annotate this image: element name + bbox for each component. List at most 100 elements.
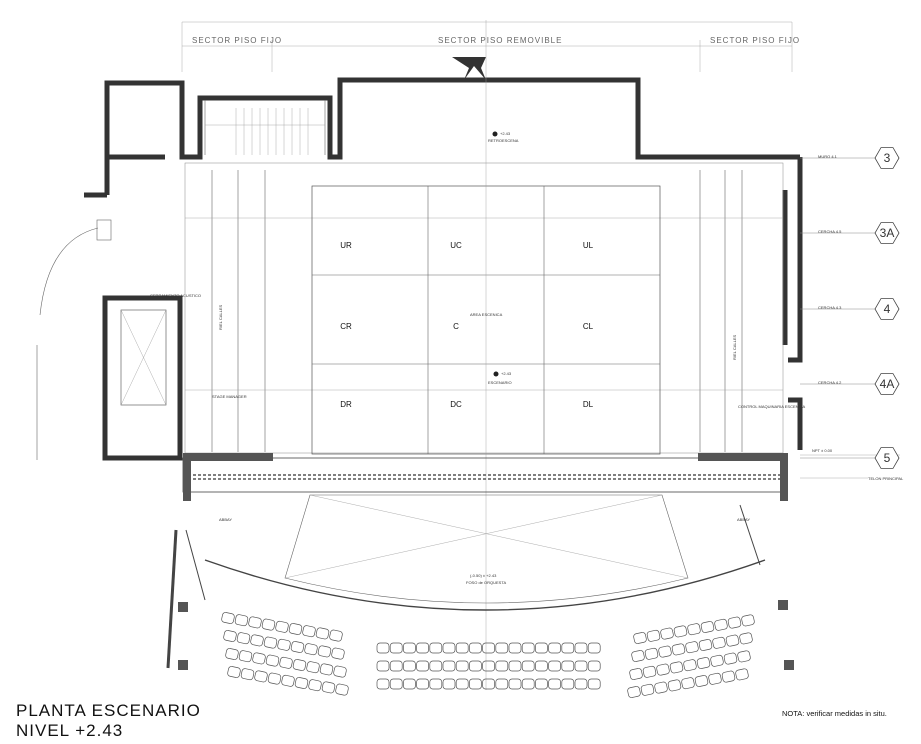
seat-icon bbox=[469, 642, 482, 654]
level-markers: +2.43 RETROESCENA AREA ESCENICA +2.43 ES… bbox=[212, 131, 806, 409]
seat-icon bbox=[389, 660, 403, 672]
seat-icon bbox=[455, 642, 469, 654]
seat-icon bbox=[482, 660, 495, 672]
seat-icon bbox=[248, 616, 262, 629]
stage-area-labels: UR UC UL CR C CL DR DC DL bbox=[340, 241, 593, 409]
seat-icon bbox=[721, 670, 736, 683]
plan-title: PLANTA ESCENARIO bbox=[16, 701, 201, 720]
axis-label-4A: 4A bbox=[880, 377, 895, 391]
axis-label-3A: 3A bbox=[880, 226, 895, 240]
seat-icon bbox=[495, 642, 509, 654]
seat-icon bbox=[561, 642, 575, 654]
seat-icon bbox=[644, 647, 659, 660]
axis-hexagon-icon bbox=[874, 222, 900, 244]
seat-icon bbox=[306, 661, 320, 674]
seat-icon bbox=[455, 660, 469, 672]
seat-icon bbox=[521, 660, 535, 672]
seat-icon bbox=[321, 681, 336, 694]
axis-label-5: 5 bbox=[884, 451, 891, 465]
seat-icon bbox=[416, 642, 429, 654]
seat-icon bbox=[696, 657, 711, 669]
seat-icon bbox=[416, 678, 429, 690]
seat-icon bbox=[238, 650, 253, 663]
axis-hexagon-icon bbox=[874, 447, 900, 469]
area-dl: DL bbox=[583, 400, 594, 409]
seat-icon bbox=[694, 675, 709, 687]
sector-center-label: SECTOR PISO REMOVIBLE bbox=[438, 36, 562, 45]
seat-icon bbox=[267, 672, 282, 685]
seat-icon bbox=[574, 660, 588, 672]
seat-icon bbox=[587, 660, 601, 672]
axis-label-4: 4 bbox=[884, 302, 891, 316]
seat-icon bbox=[658, 645, 672, 658]
seat-icon bbox=[308, 679, 322, 692]
seat-icon bbox=[335, 683, 349, 696]
seat-icon bbox=[629, 668, 643, 680]
retroescena-level: +2.43 bbox=[500, 131, 511, 136]
seat-icon bbox=[673, 625, 688, 638]
orchestra-pit: (-0.50) ± +2.43 FOSO de ORQUESTA ABBAY A… bbox=[204, 494, 766, 611]
top-stairs bbox=[205, 108, 325, 155]
area-cl: CL bbox=[583, 322, 594, 331]
seat-icon bbox=[376, 678, 390, 690]
seat-icon bbox=[482, 678, 495, 690]
seat-icon bbox=[292, 659, 307, 671]
seat-icon bbox=[302, 625, 316, 638]
seat-icon bbox=[627, 686, 641, 698]
stage-manager-label: STAGE MANAGER bbox=[212, 394, 247, 399]
seat-icon bbox=[376, 642, 390, 654]
seat-icon bbox=[561, 660, 575, 672]
area-cr: CR bbox=[340, 322, 352, 331]
escenario-level: +2.43 bbox=[501, 371, 512, 376]
seat-icon bbox=[708, 672, 722, 685]
seat-icon bbox=[429, 660, 443, 672]
seat-icon bbox=[714, 618, 728, 631]
north-arrow-icon bbox=[452, 57, 486, 80]
seat-icon bbox=[290, 641, 305, 653]
seat-icon bbox=[416, 660, 429, 672]
seat-icon bbox=[535, 660, 548, 672]
seat-icon bbox=[389, 678, 403, 690]
seat-icon bbox=[403, 660, 416, 672]
telon-label: TELON PRINCIPAL bbox=[868, 476, 904, 481]
seat-icon bbox=[574, 678, 588, 690]
seat-icon bbox=[442, 660, 456, 672]
level-target-icon bbox=[493, 371, 499, 377]
seat-icon bbox=[221, 612, 235, 624]
seat-icon bbox=[700, 621, 715, 633]
seat-icon bbox=[442, 678, 456, 690]
seat-icon bbox=[640, 683, 655, 696]
stage-frame bbox=[184, 162, 784, 454]
axis-hexagon-icon bbox=[874, 298, 900, 320]
seat-icon bbox=[508, 642, 522, 654]
seat-icon bbox=[279, 656, 293, 669]
axis-hexagon-icon bbox=[874, 373, 900, 395]
side-structures bbox=[166, 397, 803, 670]
seat-icon bbox=[587, 678, 601, 690]
seat-icon bbox=[561, 678, 575, 690]
seat-icon bbox=[633, 632, 647, 644]
seat-icon bbox=[225, 648, 239, 660]
seat-icon bbox=[521, 642, 535, 654]
seat-icon bbox=[535, 678, 548, 690]
foso-level: (-0.50) ± +2.43 bbox=[470, 573, 497, 578]
seat-icon bbox=[227, 666, 241, 678]
seat-icon bbox=[315, 627, 330, 640]
seat-icon bbox=[275, 620, 289, 633]
sector-left-label: SECTOR PISO FIJO bbox=[192, 36, 282, 45]
seat-icon bbox=[261, 618, 276, 631]
muro-label: MURO 4.1 bbox=[818, 154, 838, 159]
seat-icon bbox=[508, 660, 522, 672]
seat-icon bbox=[741, 614, 755, 627]
seat-icon bbox=[725, 634, 740, 647]
seat-icon bbox=[236, 632, 251, 645]
seat-icon bbox=[656, 663, 670, 676]
building-walls bbox=[84, 77, 803, 363]
cercha-b-label: CERCHA 4.3 bbox=[818, 305, 842, 310]
seat-icon bbox=[254, 670, 268, 683]
seat-icon bbox=[442, 642, 456, 654]
seat-icon bbox=[587, 642, 601, 654]
escenario-label: ESCENARIO bbox=[488, 380, 512, 385]
seat-icon bbox=[660, 627, 674, 640]
